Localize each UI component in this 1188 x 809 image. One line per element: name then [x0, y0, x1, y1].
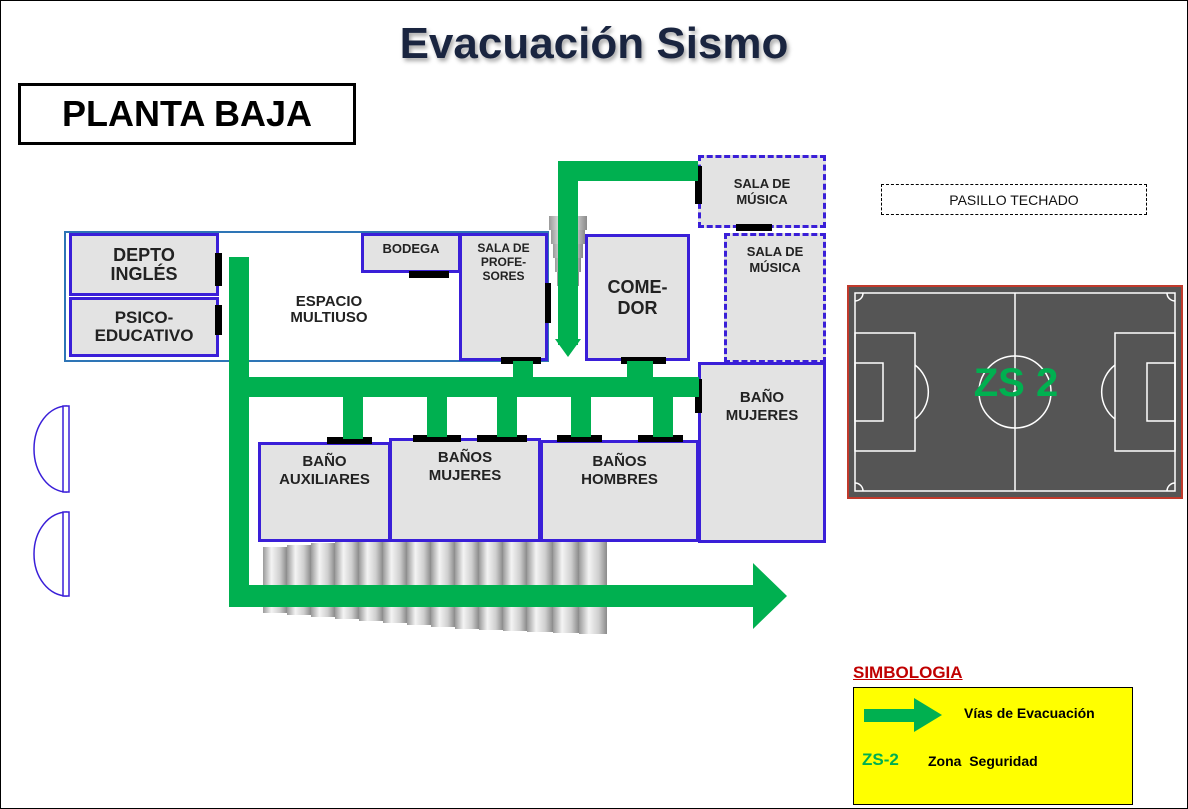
route-arrow-legend-icon	[864, 698, 942, 732]
room-label: DEPTO INGLÉS	[110, 244, 178, 284]
room-label: SALA DE MÚSICA	[733, 175, 791, 207]
soccer-field-icon	[847, 285, 1183, 499]
corridor-label: PASILLO TECHADO	[949, 191, 1079, 208]
legend-zone-label: Zona Seguridad	[928, 753, 1038, 769]
room-label: COME- DOR	[607, 276, 668, 318]
gate-icon	[33, 405, 70, 493]
door	[545, 283, 551, 323]
room-bano-mujeres-right: BAÑO MUJERES	[698, 362, 826, 543]
evacuation-route	[229, 585, 759, 607]
room-sala-profesores: SALA DE PROFE- SORES	[459, 233, 548, 361]
room-label: SALA DE PROFE- SORES	[477, 241, 530, 283]
evacuation-route	[229, 257, 249, 605]
evacuation-route	[229, 377, 699, 397]
room-sala-musica-2: SALA DE MÚSICA	[724, 233, 826, 363]
evacuation-route	[229, 259, 249, 275]
floor-label: PLANTA BAJA	[18, 83, 356, 145]
room-label: BAÑOS HOMBRES	[581, 453, 658, 488]
legend-title: SIMBOLOGIA	[853, 663, 963, 682]
door	[638, 435, 683, 442]
room-label: PSICO- EDUCATIVO	[94, 308, 194, 345]
room-depto-ingles: DEPTO INGLÉS	[69, 233, 219, 296]
door	[621, 357, 666, 364]
legend-box: Vías de Evacuación ZS-2 Zona Seguridad	[853, 687, 1133, 805]
evacuation-route	[627, 361, 653, 379]
room-banos-hombres: BAÑOS HOMBRES	[540, 440, 699, 542]
evacuation-route	[513, 361, 533, 381]
door	[477, 435, 527, 442]
door	[557, 435, 602, 442]
room-label: BAÑO AUXILIARES	[279, 453, 370, 488]
legend-zone-code: ZS-2	[862, 750, 899, 769]
door	[215, 305, 222, 335]
room-bano-auxiliares: BAÑO AUXILIARES	[258, 442, 391, 542]
safe-zone-label: ZS 2	[973, 361, 1059, 405]
evacuation-route	[343, 393, 363, 439]
door	[501, 357, 541, 364]
room-comedor: COME- DOR	[585, 234, 690, 361]
gate-icon	[33, 511, 70, 597]
covered-corridor: PASILLO TECHADO	[881, 184, 1147, 215]
room-label: BAÑOS MUJERES	[428, 449, 502, 484]
evacuation-route	[571, 393, 591, 437]
route-arrow-down-icon	[555, 339, 581, 357]
route-arrow-head-icon	[753, 563, 787, 629]
room-banos-mujeres: BAÑOS MUJERES	[389, 438, 541, 542]
door	[413, 435, 461, 442]
room-espacio-multiuso: ESPACIO MULTIUSO	[229, 284, 429, 334]
map-title: Evacuación Sismo	[399, 19, 789, 68]
evacuation-route	[497, 393, 517, 437]
evacuation-route	[653, 393, 673, 437]
evacuation-route	[558, 161, 698, 181]
room-label: SALA DE MÚSICA	[746, 244, 804, 275]
stairs-lower-icon	[263, 527, 607, 634]
room-label: BAÑO MUJERES	[725, 389, 799, 424]
room-sala-musica-1: SALA DE MÚSICA	[698, 155, 826, 228]
door	[736, 224, 772, 231]
door	[695, 166, 702, 204]
door	[215, 253, 222, 286]
room-bodega: BODEGA	[361, 233, 461, 273]
door	[409, 271, 449, 278]
room-psico-educativo: PSICO- EDUCATIVO	[69, 297, 219, 357]
legend-route-label: Vías de Evacuación	[964, 705, 1095, 721]
room-label: ESPACIO MULTIUSO	[290, 293, 368, 326]
evacuation-route	[558, 161, 578, 345]
door	[327, 437, 372, 444]
evacuation-route	[427, 393, 447, 437]
room-label: BODEGA	[382, 241, 440, 256]
